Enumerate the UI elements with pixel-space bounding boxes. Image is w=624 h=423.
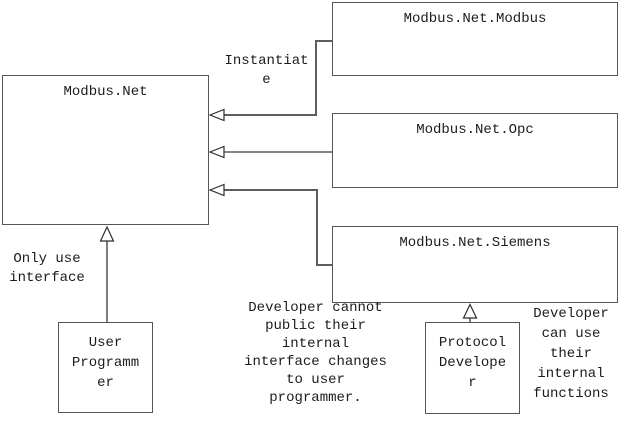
node-protocol-developer-label: Protocol: [438, 335, 507, 351]
annotation-developer-can-line: can use: [541, 326, 601, 342]
annotation-developer-cannot-line: to user: [286, 372, 345, 388]
node-modbus-net-siemens-label: Modbus.Net.Siemens: [399, 235, 551, 251]
annotation-instantiate-line: e: [262, 72, 271, 88]
node-protocol-developer-label: Develope: [438, 355, 507, 371]
annotation-developer-can-line: their: [549, 346, 592, 362]
annotation-developer-cannot-line: public their: [265, 318, 366, 334]
arrowhead-opc-to-net-icon: [208, 145, 225, 159]
node-protocol-developer: Protocol Develope r: [425, 322, 520, 414]
node-user-programmer-label: er: [97, 375, 114, 391]
node-user-programmer: User Programm er: [58, 322, 153, 413]
annotation-only-use-line: interface: [9, 270, 85, 286]
annotation-developer-cannot: Developer cannot public their internal i…: [233, 299, 398, 407]
node-modbus-net-opc-label: Modbus.Net.Opc: [416, 122, 534, 138]
node-modbus-net: Modbus.Net: [2, 75, 209, 225]
annotation-developer-cannot-line: programmer.: [269, 390, 362, 406]
annotation-instantiate-line: Instantiat: [224, 53, 309, 69]
annotation-developer-cannot-line: Developer cannot: [248, 300, 383, 316]
arrowhead-siemens-to-net-icon: [208, 183, 225, 197]
connector-siemens-to-net: [224, 189, 332, 266]
node-modbus-net-modbus: Modbus.Net.Modbus: [332, 2, 618, 76]
node-modbus-net-modbus-label: Modbus.Net.Modbus: [403, 11, 547, 27]
arrowhead-modbus-to-net-icon: [208, 108, 225, 122]
node-modbus-net-siemens: Modbus.Net.Siemens: [332, 226, 618, 303]
arrowhead-protocol-to-siemens-icon: [462, 303, 478, 319]
connector-modbus-to-net: [224, 40, 332, 116]
annotation-developer-can-line: internal: [537, 366, 605, 382]
node-user-programmer-label: User: [88, 335, 123, 351]
annotation-developer-cannot-line: internal: [281, 336, 350, 352]
node-user-programmer-label: Programm: [71, 355, 140, 371]
annotation-developer-can-line: Developer: [533, 306, 609, 322]
annotation-developer-can-line: functions: [533, 386, 609, 402]
node-protocol-developer-label: r: [468, 375, 477, 391]
annotation-only-use-line: Only use: [13, 251, 81, 267]
arrowhead-user-to-net-icon: [99, 225, 115, 242]
node-modbus-net-label: Modbus.Net: [63, 84, 148, 100]
node-modbus-net-opc: Modbus.Net.Opc: [332, 113, 618, 188]
annotation-developer-can: Developer can use their internal functio…: [520, 304, 622, 404]
annotation-instantiate: Instantiat e: [214, 52, 319, 90]
annotation-only-use-interface: Only use interface: [2, 250, 92, 288]
annotation-developer-cannot-line: interface changes: [244, 354, 387, 370]
